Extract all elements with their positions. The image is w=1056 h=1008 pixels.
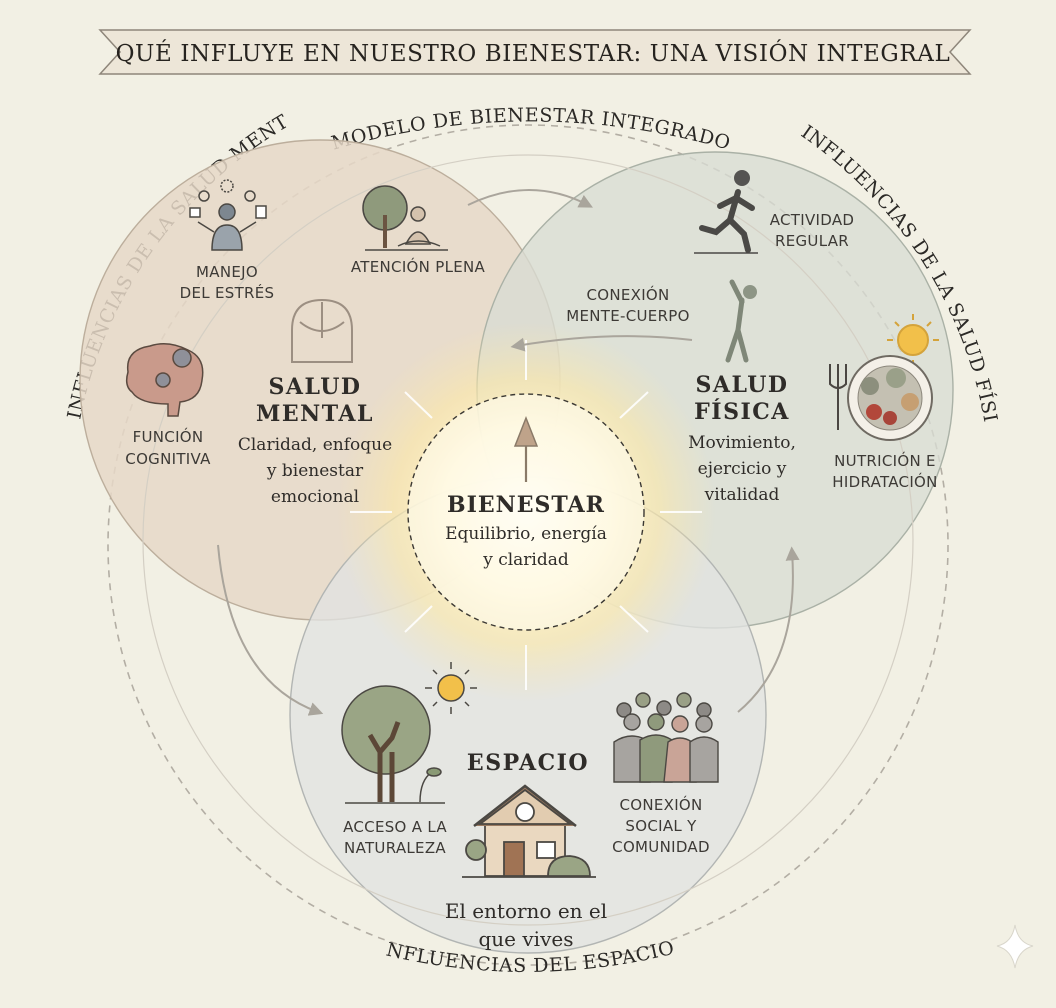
label-activity-2: REGULAR <box>775 232 849 250</box>
flow-arrows <box>217 189 800 716</box>
label-stress-2: DEL ESTRÉS <box>180 283 275 302</box>
physical-title-2: FÍSICA <box>694 398 790 425</box>
space-desc-1: El entorno en el <box>445 899 607 923</box>
community-people-icon <box>613 692 719 783</box>
center-line1: Equilibrio, energía <box>445 524 607 544</box>
inner-guide-ring <box>142 154 914 926</box>
label-mind-body-2: MENTE-CUERPO <box>566 307 690 325</box>
label-nutrition-1: NUTRICIÓN E <box>834 451 936 470</box>
label-activity-1: ACTIVIDAD <box>770 211 855 229</box>
physical-desc-1: Movimiento, <box>688 433 796 453</box>
mental-desc-1: Claridad, enfoque <box>238 435 392 455</box>
label-nutrition-2: HIDRATACIÓN <box>832 472 937 491</box>
mental-desc-2: y bienestar <box>266 461 364 481</box>
arrow-mental-to-space <box>217 544 324 716</box>
house-icon <box>462 784 596 878</box>
center-dashed-circle <box>407 393 645 631</box>
title-banner: QUÉ INFLUYE EN NUESTRO BIENESTAR: UNA VI… <box>98 29 972 75</box>
physical-desc-2: ejercicio y <box>698 459 787 479</box>
arrow-mind-body <box>510 335 693 352</box>
food-plate-icon <box>847 355 933 441</box>
mental-title-2: MENTAL <box>256 401 374 427</box>
label-stress-1: MANEJO <box>196 263 258 281</box>
tree-icon <box>341 685 445 804</box>
arc-label-model: MODELO DE BIENESTAR INTEGRADO <box>329 104 733 154</box>
physical-title-1: SALUD <box>696 372 789 398</box>
center-rays <box>350 340 702 690</box>
label-mindfulness: ATENCIÓN PLENA <box>351 257 486 276</box>
label-nature-1: ACCESO A LA <box>343 818 447 836</box>
space-title: ESPACIO <box>467 750 589 776</box>
mindfulness-icon <box>362 185 448 251</box>
label-social-2: SOCIAL Y <box>625 817 697 835</box>
mental-desc-3: emocional <box>271 487 359 507</box>
running-person-icon <box>699 170 755 253</box>
center-up-arrow <box>513 415 539 482</box>
head-outline-icon <box>291 298 353 363</box>
mental-title-1: SALUD <box>269 374 362 400</box>
space-desc-2: que vives <box>479 927 574 951</box>
arrow-mental-to-physical <box>467 189 593 208</box>
sparkle-icon <box>996 924 1034 969</box>
label-cognitive-2: COGNITIVA <box>125 450 211 468</box>
center-title: BIENESTAR <box>447 492 605 518</box>
arrow-space-to-physical <box>737 546 800 713</box>
stress-management-icon <box>189 179 267 251</box>
brain-gears-icon <box>125 343 204 417</box>
page-title: QUÉ INFLUYE EN NUESTRO BIENESTAR: UNA VI… <box>116 40 951 67</box>
center-line2: y claridad <box>482 550 569 570</box>
fork-icon <box>829 364 847 430</box>
physical-desc-3: vitalidad <box>704 485 780 505</box>
arc-text-model: MODELO DE BIENESTAR INTEGRADO <box>329 104 733 154</box>
label-cognitive-1: FUNCIÓN <box>133 427 204 446</box>
label-social-1: CONEXIÓN <box>619 795 702 814</box>
stretching-person-icon <box>725 279 757 363</box>
label-nature-2: NATURALEZA <box>344 839 446 857</box>
label-social-3: COMUNIDAD <box>612 838 710 856</box>
label-mind-body-1: CONEXIÓN <box>586 285 669 304</box>
outer-dashed-ring <box>107 124 949 966</box>
sun-icon-space <box>425 662 477 714</box>
